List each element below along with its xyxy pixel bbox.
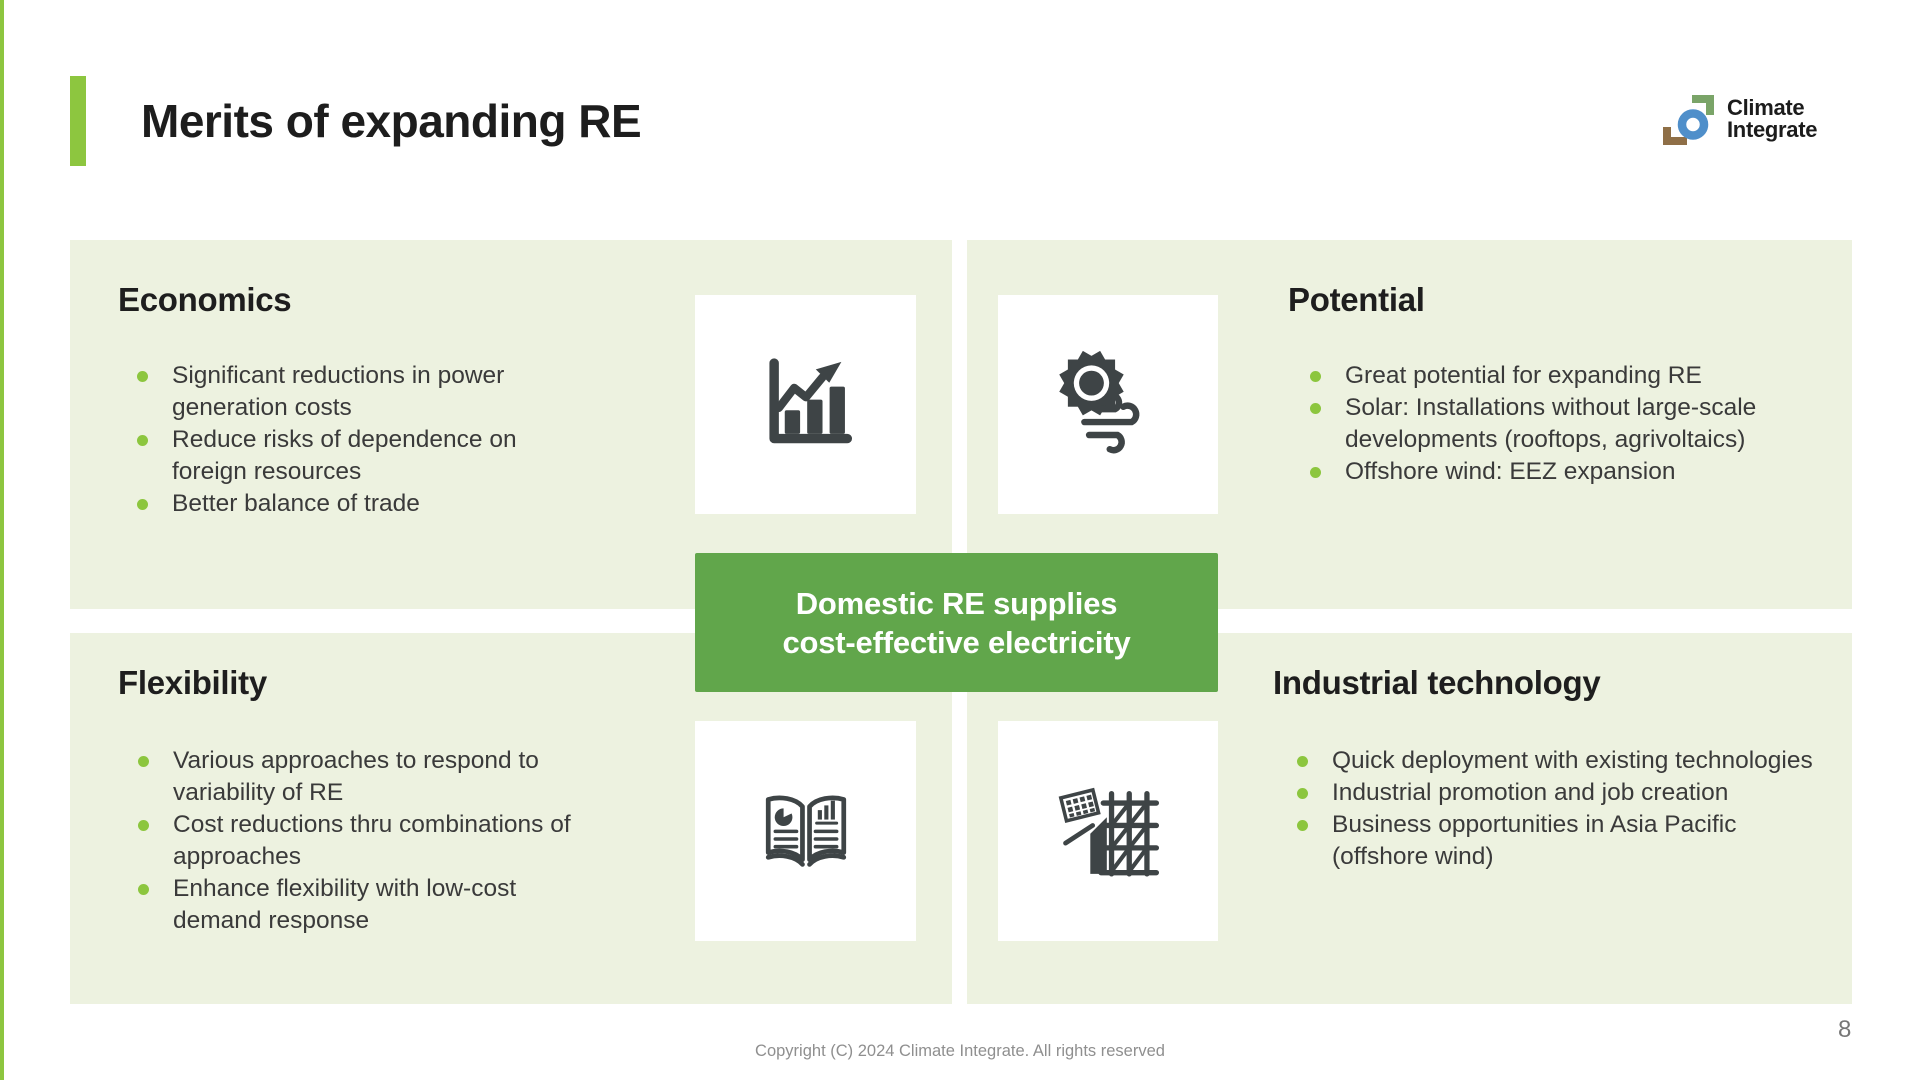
sun-wind-icon <box>1049 343 1167 466</box>
bullet-list-flexibility: Various approaches to respond to variabi… <box>136 745 596 937</box>
icon-tile-industrial <box>998 721 1218 941</box>
section-title-economics: Economics <box>118 281 292 318</box>
callout-line2: cost-effective electricity <box>782 624 1131 660</box>
open-book-report-icon <box>747 770 865 893</box>
climate-integrate-logo-icon <box>1662 94 1714 151</box>
bullet-item: Enhance flexibility with low-cost demand… <box>136 873 596 937</box>
page-title: Merits of expanding RE <box>141 95 642 147</box>
bullet-list-economics: Significant reductions in power generati… <box>135 360 595 520</box>
bullet-list-industrial: Quick deployment with existing technolog… <box>1295 745 1815 873</box>
bullet-item: Great potential for expanding RE <box>1308 360 1828 392</box>
logo-text-line2: Integrate <box>1727 116 1818 142</box>
solar-construction-icon <box>1049 770 1167 893</box>
logo-text-line1: Climate <box>1727 95 1805 120</box>
left-edge-accent-line <box>0 0 4 1080</box>
icon-tile-economics <box>695 295 916 514</box>
logo: Climate Integrate <box>1662 94 1818 151</box>
title-accent-bar <box>70 76 86 166</box>
page-number: 8 <box>1838 1016 1852 1043</box>
bullet-item: Offshore wind: EEZ expansion <box>1308 456 1828 488</box>
callout-line1: Domestic RE supplies <box>795 585 1118 621</box>
bullet-item: Reduce risks of dependence on foreign re… <box>135 424 595 488</box>
section-title-industrial: Industrial technology <box>1273 664 1601 701</box>
bullet-item: Various approaches to respond to variabi… <box>136 745 596 809</box>
icon-tile-potential <box>998 295 1218 514</box>
center-callout-box: Domestic RE supplies cost-effective elec… <box>695 553 1218 692</box>
bullet-item: Solar: Installations without large-scale… <box>1308 392 1828 456</box>
bullet-item: Quick deployment with existing technolog… <box>1295 745 1815 777</box>
logo-text: Climate Integrate <box>1727 95 1818 142</box>
bullet-item: Business opportunities in Asia Pacific (… <box>1295 809 1815 873</box>
section-title-flexibility: Flexibility <box>118 664 267 701</box>
bullet-item: Cost reductions thru combinations of app… <box>136 809 596 873</box>
bullet-list-potential: Great potential for expanding RE Solar: … <box>1308 360 1828 488</box>
copyright-text: Copyright (C) 2024 Climate Integrate. Al… <box>755 1042 1165 1060</box>
bar-chart-growth-icon <box>747 343 865 466</box>
bullet-item: Significant reductions in power generati… <box>135 360 595 424</box>
section-title-potential: Potential <box>1288 281 1425 318</box>
icon-tile-flexibility <box>695 721 916 941</box>
bullet-item: Better balance of trade <box>135 488 595 520</box>
bullet-item: Industrial promotion and job creation <box>1295 777 1815 809</box>
